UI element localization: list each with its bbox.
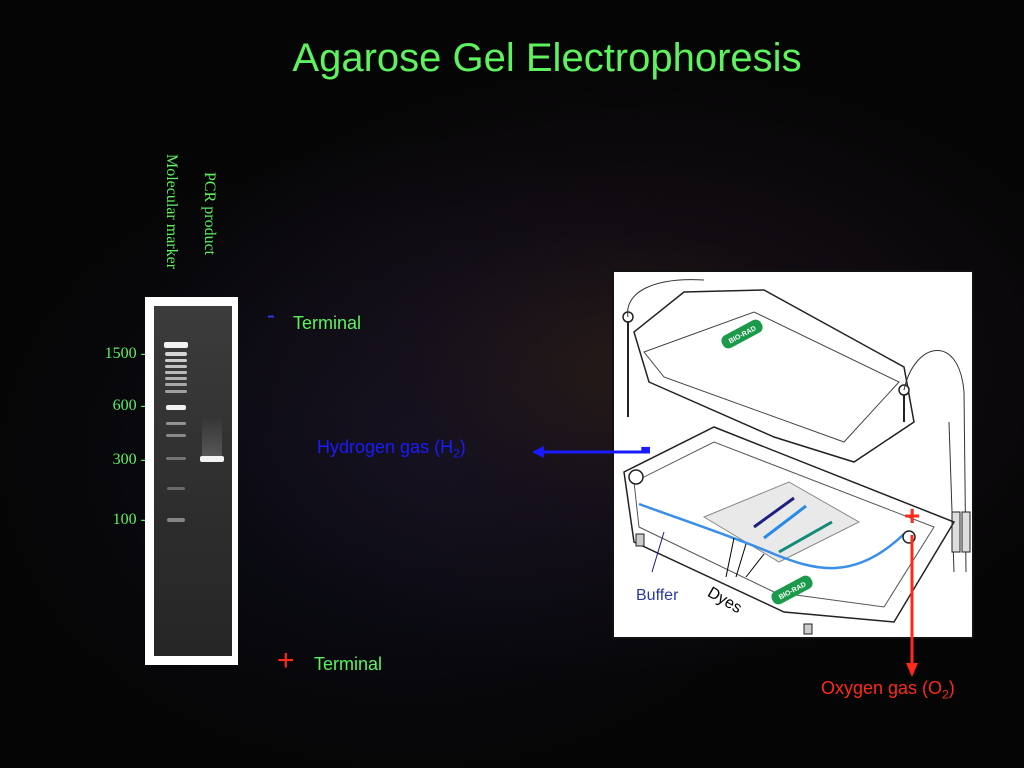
buffer-line (638, 502, 905, 570)
ladder-band (167, 487, 185, 490)
ladder-band (165, 377, 187, 380)
oxygen-text: Oxygen gas (O (821, 678, 943, 698)
slide-title: Agarose Gel Electrophoresis (292, 36, 802, 80)
electrophoresis-apparatus-diagram: BIO-RAD (612, 270, 974, 639)
ladder-band (164, 342, 188, 348)
pcr-product-band (200, 456, 224, 462)
size-marker-600: 600 - (112, 397, 146, 414)
positive-electrode-symbol: + (904, 500, 921, 531)
dye-band-light-blue (763, 504, 807, 540)
bio-rad-badge-bottom: BIO-RAD (771, 575, 813, 605)
ladder-band (165, 352, 187, 356)
ladder-band (165, 371, 187, 374)
oxygen-arrow (906, 535, 918, 677)
hydrogen-close: ) (459, 437, 466, 457)
dye-arrow (745, 553, 765, 578)
hydrogen-gas-label: Hydrogen gas (H2) (317, 437, 466, 461)
dye-arrow (735, 543, 747, 578)
ladder-band (165, 365, 187, 368)
lid-top (643, 311, 900, 443)
ladder-band (166, 434, 186, 437)
tank-outline (623, 426, 956, 623)
buffer-arrow (651, 531, 665, 573)
negative-terminal-symbol: - (267, 302, 275, 329)
size-marker-300: 300 - (112, 451, 146, 468)
ladder-band (167, 518, 185, 522)
negative-electrode-symbol: - (640, 428, 652, 466)
lane-label-molecular-marker: Molecular marker (163, 154, 180, 270)
gel-image (154, 306, 232, 656)
oxygen-subscript: 2 (942, 687, 949, 702)
hydrogen-arrow (532, 446, 650, 458)
right-cable (903, 350, 967, 573)
ladder-band (166, 405, 186, 410)
apparatus-drawing: BIO-RAD (622, 279, 971, 635)
ladder-band (165, 359, 187, 362)
dye-band-teal (778, 520, 833, 554)
ladder-band (166, 422, 186, 425)
oxygen-close: ) (948, 678, 955, 698)
dye-band-dark-blue (753, 496, 795, 529)
left-cable (627, 279, 705, 318)
size-marker-1500: 1500 - (104, 345, 146, 362)
dye-arrow (725, 537, 735, 578)
ladder-band (165, 390, 187, 393)
hydrogen-subscript: 2 (453, 446, 460, 461)
hydrogen-text: Hydrogen gas (H (317, 437, 454, 457)
ladder-band (165, 383, 187, 386)
positive-terminal-label: Terminal (314, 654, 383, 674)
lane-label-pcr-product: PCR product (201, 172, 218, 256)
buffer-label: Buffer (636, 587, 679, 604)
lid-outline (633, 289, 915, 463)
negative-electrode (628, 469, 644, 485)
positive-terminal-symbol: + (277, 644, 295, 677)
tank-inner (633, 441, 935, 608)
ladder-band (166, 457, 186, 460)
size-marker-100: 100 - (112, 511, 146, 528)
oxygen-gas-label: Oxygen gas (O2) (821, 678, 955, 702)
negative-terminal-label: Terminal (293, 313, 362, 333)
pcr-smear (202, 416, 222, 456)
